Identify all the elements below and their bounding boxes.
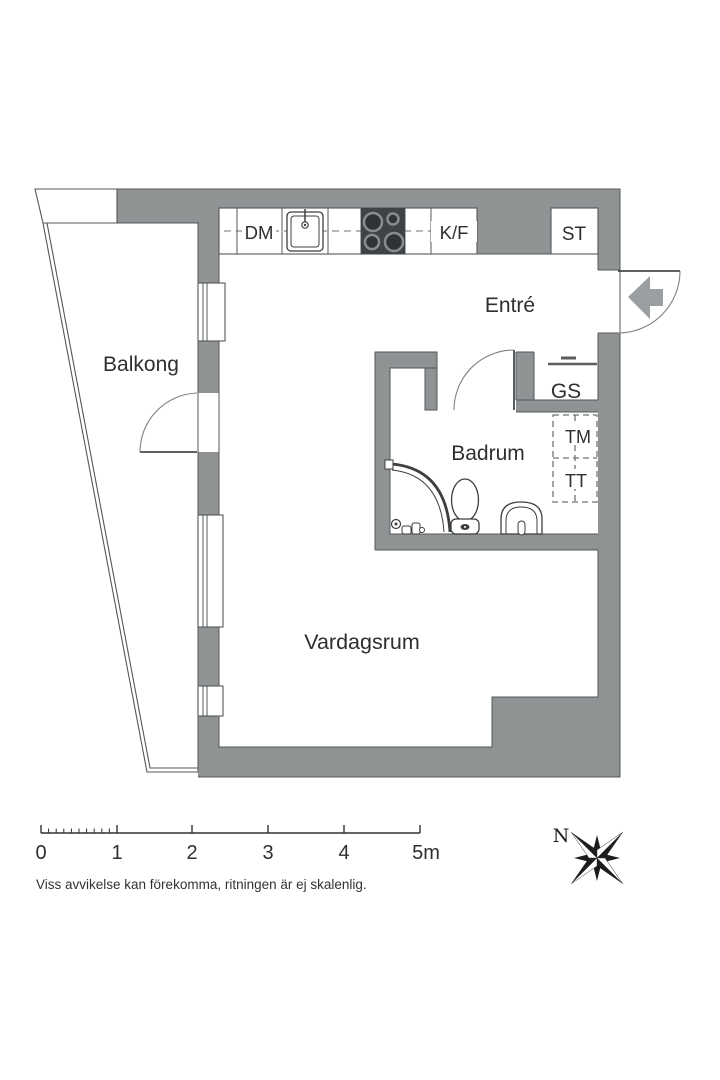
balcony-railing-outer <box>42 222 198 773</box>
toilet-icon <box>450 478 480 535</box>
shower-icon <box>384 459 452 535</box>
room-label-balcony: Balkong <box>103 353 179 376</box>
bathroom-door <box>453 349 515 411</box>
entry-door <box>617 270 681 334</box>
window-1 <box>197 282 226 342</box>
scale-bar: 0 1 2 3 4 5m <box>35 825 440 864</box>
appliance-label-tumble-dryer: TT <box>565 471 587 491</box>
walls <box>117 189 620 777</box>
plan-labels: Balkong Entré Badrum Vardagsrum GS ST DM… <box>103 222 591 654</box>
scale-tick-5: 5m <box>412 842 440 864</box>
room-label-gs-closet: GS <box>551 380 581 403</box>
scale-tick-1: 1 <box>111 842 122 864</box>
tm-label-mask <box>563 425 587 445</box>
laundry-appliances <box>552 414 598 503</box>
room-label-entry: Entré <box>485 294 535 317</box>
compass-rose-icon: N <box>553 825 624 885</box>
washbasin-icon <box>500 501 543 536</box>
kitchen-counter <box>218 207 478 255</box>
balcony-railing-inner <box>46 222 198 769</box>
entrance-arrow-icon <box>628 276 663 319</box>
dm-label-mask <box>242 221 276 242</box>
balcony-door <box>139 392 198 453</box>
appliance-label-washing-machine: TM <box>565 427 591 447</box>
balcony <box>34 188 198 773</box>
appliance-label-dishwasher: DM <box>245 222 274 243</box>
sink-icon <box>286 209 324 252</box>
gs-shelf <box>548 356 597 366</box>
balcony-roof-strip <box>34 188 118 224</box>
tt-label-mask <box>563 469 587 489</box>
window-2 <box>197 514 224 628</box>
st-closet-box <box>550 207 599 255</box>
kf-label-mask <box>431 221 477 242</box>
room-label-st-closet: ST <box>562 224 587 245</box>
windows <box>197 282 226 717</box>
doors <box>139 270 681 453</box>
appliance-label-fridge-freezer: K/F <box>440 222 469 243</box>
north-label: N <box>553 825 570 847</box>
scale-tick-2: 2 <box>186 842 197 864</box>
bathroom-fixtures <box>384 459 543 536</box>
scale-tick-0: 0 <box>35 842 46 864</box>
disclaimer-text: Viss avvikelse kan förekomma, ritningen … <box>36 877 367 892</box>
scale-tick-4: 4 <box>338 842 349 864</box>
room-label-bathroom: Badrum <box>451 442 525 465</box>
wall-outlines <box>117 188 621 778</box>
scale-tick-3: 3 <box>262 842 273 864</box>
room-label-living-room: Vardagsrum <box>304 630 420 654</box>
window-3 <box>197 685 224 717</box>
stove-icon <box>361 208 405 254</box>
